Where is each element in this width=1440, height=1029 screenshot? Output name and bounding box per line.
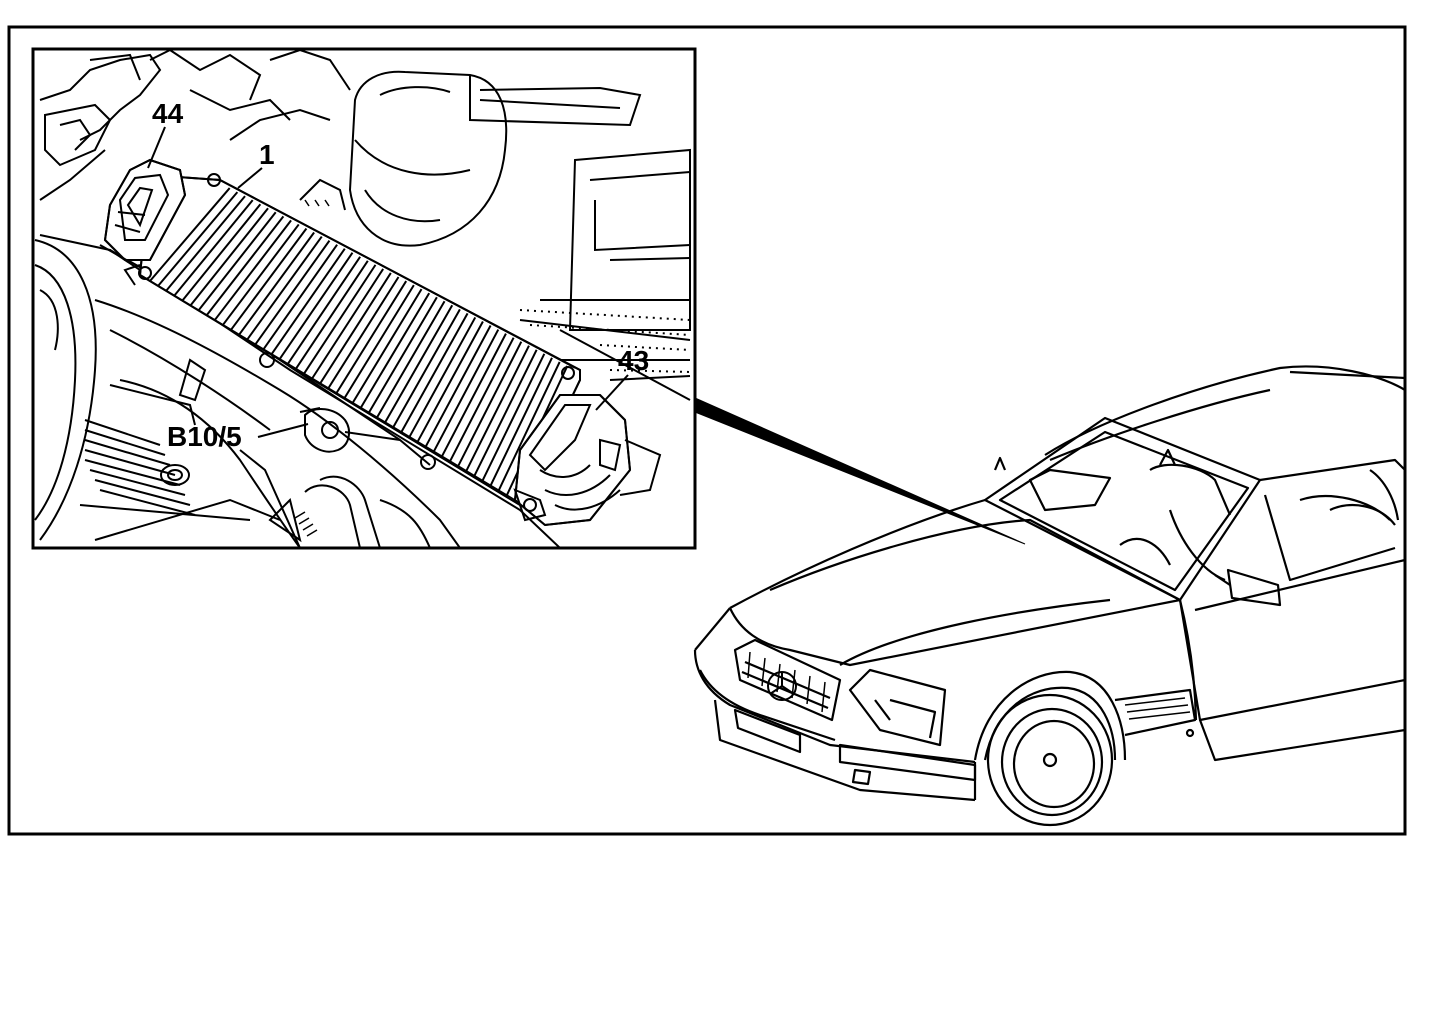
intake-dome	[299, 70, 642, 247]
filter-pleat	[327, 276, 400, 389]
combination-filter-icon	[123, 173, 581, 507]
filter-pleat	[262, 244, 338, 350]
filter-pleat	[473, 349, 538, 477]
leader-43	[595, 374, 629, 411]
filter-pleat	[433, 329, 500, 452]
filter-pleat	[197, 211, 277, 311]
filter-pleat	[368, 296, 438, 413]
filter-pleat	[489, 357, 553, 486]
leader-1	[237, 167, 263, 189]
filter-pleat	[165, 195, 246, 292]
filter-pleat	[376, 300, 446, 418]
three-pointed-star-emblem-icon	[767, 671, 797, 701]
leader-44	[147, 126, 166, 169]
filter-pleat	[303, 264, 377, 374]
filter-pleat	[181, 203, 262, 301]
outer-frame	[7, 25, 1407, 836]
filter-pleat	[424, 325, 492, 447]
filter-pleat	[270, 248, 346, 355]
car-front-three-quarter-icon	[693, 365, 1406, 827]
sensor-b10-5	[299, 407, 431, 466]
filter-pleat	[343, 284, 415, 399]
filter-pleat	[449, 337, 515, 462]
callout-1: 1	[259, 139, 275, 170]
leader-b10-5	[257, 423, 309, 438]
filter-pleat	[279, 252, 354, 360]
filter-pleat	[230, 227, 308, 331]
filter-pleat	[351, 288, 423, 404]
filter-pleat	[157, 191, 239, 287]
filter-pleat	[222, 223, 300, 326]
callout-b10-5: B10/5	[167, 421, 242, 452]
detail-inset: 44 1 43 B10/5	[31, 47, 697, 550]
filter-pleat	[189, 207, 269, 306]
callout-leaders	[147, 126, 629, 438]
left-curved-body	[34, 239, 97, 541]
lower-vents	[79, 358, 281, 541]
filter-pleat	[408, 316, 477, 438]
bay-clutter-top-left	[39, 49, 351, 201]
filter-pleat	[465, 345, 530, 472]
filter-pleat	[254, 240, 331, 345]
filter-pleat	[384, 304, 454, 423]
inset-frame	[31, 47, 697, 550]
callout-43: 43	[618, 345, 649, 376]
filter-pleat	[287, 256, 361, 365]
filter-pleat	[441, 333, 507, 457]
filter-pleat	[246, 235, 323, 340]
filter-pleat	[238, 231, 315, 336]
filter-pleat	[481, 353, 546, 481]
grille-dots	[519, 309, 691, 373]
inset-pointer	[694, 397, 1026, 545]
hose-and-spring	[239, 449, 431, 548]
filter-pleat	[149, 187, 231, 282]
right-housing	[513, 394, 662, 527]
filter-pleat	[416, 321, 484, 443]
filter-pleat	[392, 308, 461, 428]
filter-pleat	[360, 292, 431, 408]
filter-pleat	[311, 268, 384, 379]
filter-pleat	[319, 272, 392, 384]
filter-pleat	[173, 199, 254, 297]
filter-pleat	[335, 280, 408, 394]
filter-pleat	[295, 260, 369, 370]
battery-box	[519, 148, 691, 401]
filter-pleat	[497, 361, 561, 491]
filter-pleat	[214, 219, 292, 321]
filter-pleat	[206, 215, 285, 316]
left-housing	[99, 158, 187, 263]
filter-pleat	[400, 312, 469, 433]
filter-pleat	[457, 341, 523, 467]
callout-44: 44	[152, 98, 184, 129]
